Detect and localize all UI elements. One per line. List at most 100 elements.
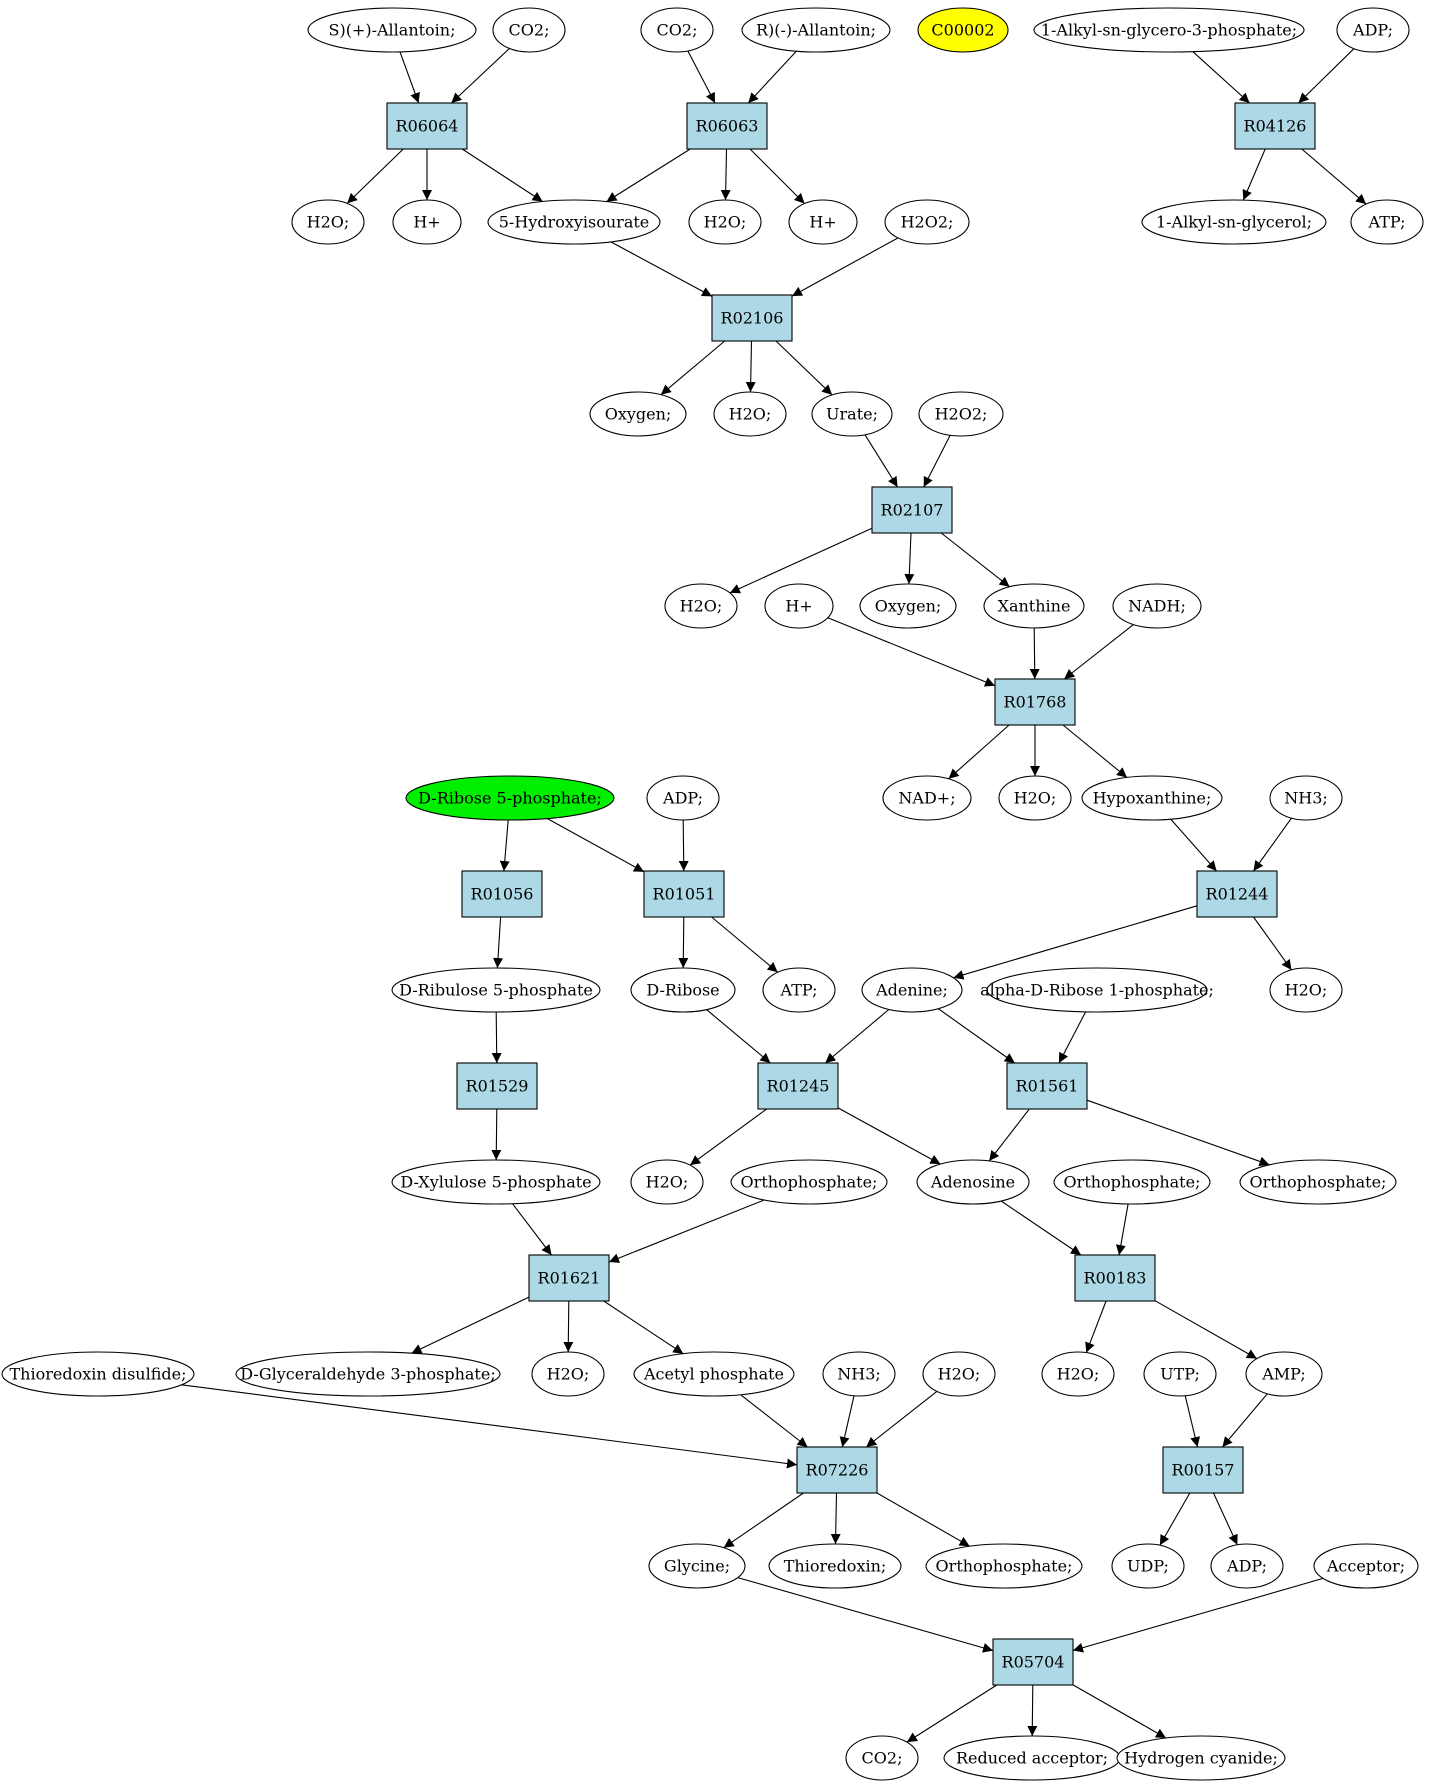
compound-node-h2o[interactable]: H2O; bbox=[291, 199, 365, 245]
compound-node-co2[interactable]: CO2; bbox=[640, 7, 714, 53]
compound-node-adenine[interactable]: Adenine; bbox=[861, 967, 963, 1013]
edge-arrow bbox=[839, 1395, 855, 1448]
compound-node-h2o[interactable]: H2O; bbox=[1041, 1351, 1115, 1397]
compound-node-orthophosphate[interactable]: Orthophosphate; bbox=[730, 1159, 888, 1205]
reaction-node-r01056[interactable]: R01056 bbox=[461, 870, 543, 918]
reaction-label: R05704 bbox=[1002, 1653, 1065, 1672]
compound-node-thioredoxin[interactable]: Thioredoxin; bbox=[768, 1543, 902, 1589]
compound-node-oxygen[interactable]: Oxygen; bbox=[859, 583, 957, 629]
compound-label: NADH; bbox=[1128, 597, 1186, 616]
reaction-node-r01051[interactable]: R01051 bbox=[643, 870, 725, 918]
edge-r00157-to-adp_c bbox=[1213, 1492, 1238, 1546]
compound-node-utp[interactable]: UTP; bbox=[1143, 1351, 1217, 1397]
compound-node-hypoxanthine[interactable]: Hypoxanthine; bbox=[1081, 775, 1223, 821]
edge-r06064-to-hydroxyisourate bbox=[461, 148, 543, 202]
compound-node-co2[interactable]: CO2; bbox=[845, 1735, 919, 1781]
compound-ellipse bbox=[1141, 199, 1327, 245]
edge-arrow bbox=[1192, 51, 1250, 104]
reaction-node-r02106[interactable]: R02106 bbox=[711, 294, 793, 342]
reaction-node-r07226[interactable]: R07226 bbox=[796, 1446, 878, 1494]
reaction-node-r01621[interactable]: R01621 bbox=[528, 1254, 610, 1302]
reaction-node-r01561[interactable]: R01561 bbox=[1006, 1062, 1088, 1110]
compound-ellipse bbox=[391, 967, 601, 1013]
compound-node-h2o[interactable]: H2O; bbox=[664, 583, 738, 629]
compound-ellipse bbox=[1269, 967, 1343, 1013]
edge-arrow bbox=[723, 1492, 804, 1549]
compound-node-adp[interactable]: ADP; bbox=[646, 775, 720, 821]
reaction-node-r01245[interactable]: R01245 bbox=[757, 1062, 839, 1110]
compound-node-reduced-acceptor[interactable]: Reduced acceptor; bbox=[943, 1735, 1121, 1781]
reaction-node-r01529[interactable]: R01529 bbox=[456, 1062, 538, 1110]
compound-node-h2o[interactable]: H2O; bbox=[688, 199, 762, 245]
compound-node-co2[interactable]: CO2; bbox=[492, 7, 566, 53]
compound-node-h2o2[interactable]: H2O2; bbox=[884, 199, 970, 245]
reaction-node-r06064[interactable]: R06064 bbox=[386, 102, 468, 150]
compound-node-nad[interactable]: NAD+; bbox=[882, 775, 972, 821]
compound-node-nh3[interactable]: NH3; bbox=[822, 1351, 896, 1397]
compound-node-orthophosphate[interactable]: Orthophosphate; bbox=[1053, 1159, 1211, 1205]
compound-node-s-allantoin[interactable]: S)(+)-Allantoin; bbox=[307, 7, 477, 53]
reaction-node-r02107[interactable]: R02107 bbox=[871, 486, 953, 534]
reaction-node-r01768[interactable]: R01768 bbox=[994, 678, 1076, 726]
compound-node-1-alkyl-sn-glycerol[interactable]: 1-Alkyl-sn-glycerol; bbox=[1141, 199, 1327, 245]
compound-node-oxygen[interactable]: Oxygen; bbox=[589, 391, 687, 437]
compound-node-alpha-d-ribose-1-phosphate[interactable]: alpha-D-Ribose 1-phosphate; bbox=[980, 967, 1214, 1013]
compound-node-h2o[interactable]: H2O; bbox=[713, 391, 787, 437]
reaction-box bbox=[711, 294, 793, 342]
compound-node-r-allantoin[interactable]: R)(-)-Allantoin; bbox=[741, 7, 891, 53]
compound-node-h[interactable]: H+ bbox=[788, 199, 858, 245]
compound-node-orthophosphate[interactable]: Orthophosphate; bbox=[1239, 1159, 1397, 1205]
compound-node-urate[interactable]: Urate; bbox=[811, 391, 893, 437]
reaction-box bbox=[461, 870, 543, 918]
compound-node-d-ribulose-5-phosphate[interactable]: D-Ribulose 5-phosphate bbox=[391, 967, 601, 1013]
compound-ellipse bbox=[764, 583, 834, 629]
compound-node-nadh[interactable]: NADH; bbox=[1112, 583, 1202, 629]
reaction-box bbox=[1196, 870, 1278, 918]
compound-node-adp[interactable]: ADP; bbox=[1210, 1543, 1284, 1589]
compound-node-thioredoxin-disulfide[interactable]: Thioredoxin disulfide; bbox=[1, 1351, 195, 1397]
compound-node-orthophosphate[interactable]: Orthophosphate; bbox=[925, 1543, 1083, 1589]
compound-label: C00002 bbox=[931, 21, 994, 40]
compound-node-h2o2[interactable]: H2O2; bbox=[918, 391, 1004, 437]
compound-node-atp[interactable]: ATP; bbox=[1350, 199, 1424, 245]
edge-r01245-to-h2o_g bbox=[689, 1108, 767, 1166]
compound-node-acetyl-phosphate[interactable]: Acetyl phosphate bbox=[633, 1351, 795, 1397]
compound-node-h2o[interactable]: H2O; bbox=[531, 1351, 605, 1397]
reaction-node-r04126[interactable]: R04126 bbox=[1234, 102, 1316, 150]
compound-node-d-ribose[interactable]: D-Ribose bbox=[630, 967, 736, 1013]
compound-node-5-hydroxyisourate[interactable]: 5-Hydroxyisourate bbox=[487, 199, 661, 245]
compound-node-hydrogen-cyanide[interactable]: Hydrogen cyanide; bbox=[1116, 1735, 1286, 1781]
compound-node-h[interactable]: H+ bbox=[764, 583, 834, 629]
edge-arrow bbox=[1298, 48, 1355, 104]
compound-node-glycine[interactable]: Glycine; bbox=[648, 1543, 746, 1589]
reaction-node-r00183[interactable]: R00183 bbox=[1074, 1254, 1156, 1302]
reaction-node-r05704[interactable]: R05704 bbox=[992, 1638, 1074, 1686]
compound-node-d-ribose-5-phosphate[interactable]: D-Ribose 5-phosphate; bbox=[405, 775, 615, 821]
compound-node-udp[interactable]: UDP; bbox=[1111, 1543, 1185, 1589]
compound-label: H2O; bbox=[680, 597, 723, 616]
reaction-node-r00157[interactable]: R00157 bbox=[1162, 1446, 1244, 1494]
compound-node-xanthine[interactable]: Xanthine bbox=[983, 583, 1085, 629]
compound-node-h2o[interactable]: H2O; bbox=[922, 1351, 996, 1397]
compound-node-d-glyceraldehyde-3-phosphate[interactable]: D-Glyceraldehyde 3-phosphate; bbox=[235, 1351, 501, 1397]
compound-node-nh3[interactable]: NH3; bbox=[1269, 775, 1343, 821]
compound-node-d-xylulose-5-phosphate[interactable]: D-Xylulose 5-phosphate bbox=[391, 1159, 601, 1205]
compound-node-amp[interactable]: AMP; bbox=[1245, 1351, 1323, 1397]
compound-node-adenosine[interactable]: Adenosine bbox=[916, 1159, 1030, 1205]
edge-r07226-to-thioredoxin bbox=[830, 1492, 841, 1545]
compound-label: Urate; bbox=[826, 405, 878, 424]
compound-node-h2o[interactable]: H2O; bbox=[998, 775, 1072, 821]
compound-node-adp[interactable]: ADP; bbox=[1336, 7, 1410, 53]
compound-label: Hypoxanthine; bbox=[1093, 789, 1212, 808]
reaction-box bbox=[796, 1446, 878, 1494]
reaction-node-r01244[interactable]: R01244 bbox=[1196, 870, 1278, 918]
compound-node-1-alkyl-sn-glycero-3-phosphate[interactable]: 1-Alkyl-sn-glycero-3-phosphate; bbox=[1033, 7, 1305, 53]
compound-node-acceptor[interactable]: Acceptor; bbox=[1313, 1543, 1419, 1589]
compound-node-atp[interactable]: ATP; bbox=[762, 967, 836, 1013]
compound-node-c00002[interactable]: C00002 bbox=[917, 7, 1009, 53]
reaction-node-r06063[interactable]: R06063 bbox=[686, 102, 768, 150]
compound-node-h2o[interactable]: H2O; bbox=[630, 1159, 704, 1205]
edge-co2_a-to-r06064 bbox=[451, 48, 510, 104]
compound-node-h2o[interactable]: H2O; bbox=[1269, 967, 1343, 1013]
compound-node-h[interactable]: H+ bbox=[392, 199, 462, 245]
